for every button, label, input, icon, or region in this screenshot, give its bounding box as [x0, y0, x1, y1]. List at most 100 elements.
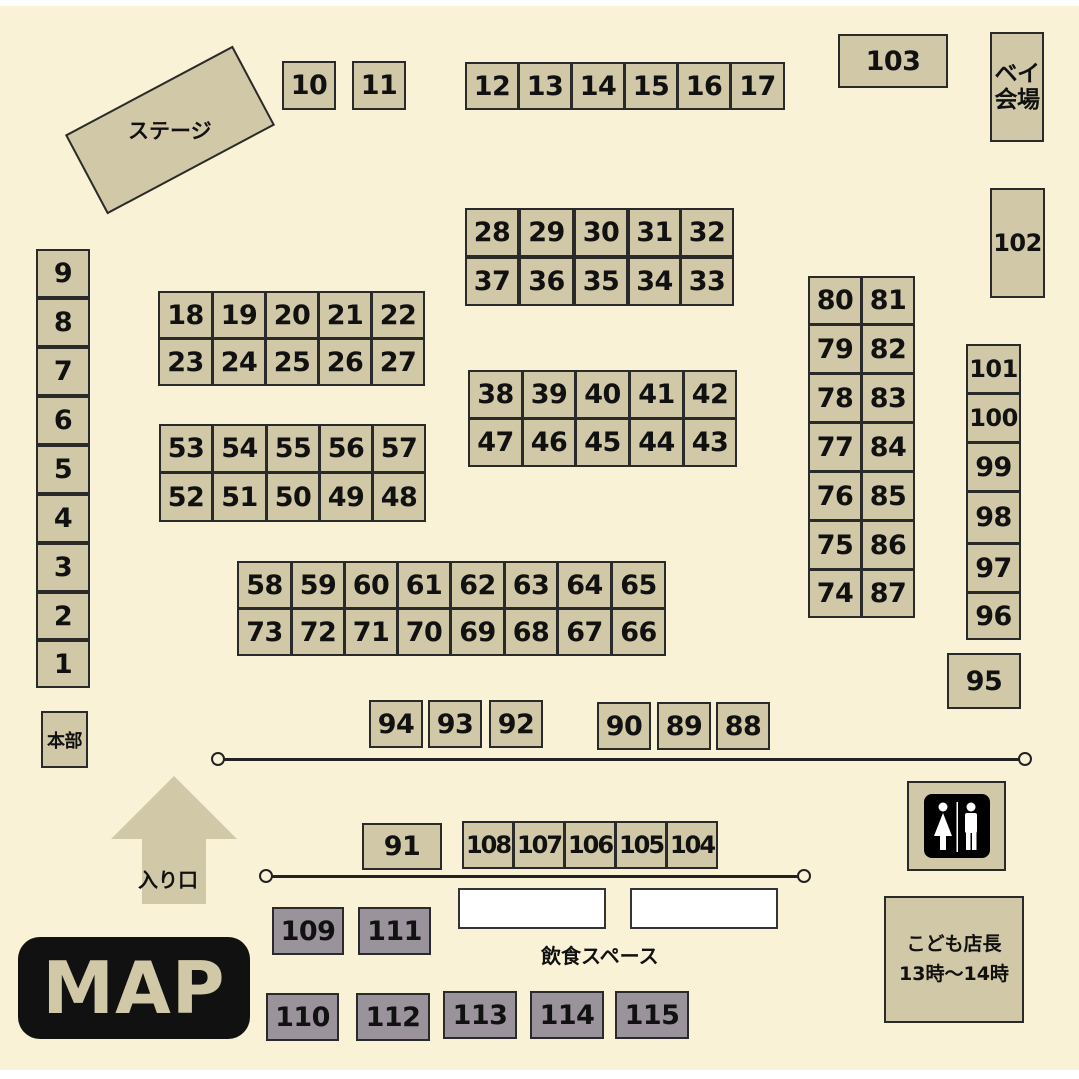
booth-89[interactable]: 89	[657, 702, 711, 750]
booth-49[interactable]: 49	[319, 472, 373, 522]
booth-97[interactable]: 97	[966, 543, 1021, 593]
booth-48[interactable]: 48	[372, 472, 426, 522]
booth-72[interactable]: 72	[291, 608, 345, 656]
booth-68[interactable]: 68	[504, 608, 558, 656]
booth-26[interactable]: 26	[318, 338, 372, 386]
booth-74[interactable]: 74	[808, 569, 862, 618]
booth-55[interactable]: 55	[266, 424, 320, 473]
kids-manager-booth[interactable]: こども店長 13時〜14時	[884, 896, 1024, 1023]
booth-52[interactable]: 52	[159, 472, 213, 522]
booth-88[interactable]: 88	[716, 702, 770, 750]
booth-62[interactable]: 62	[450, 561, 505, 609]
booth-24[interactable]: 24	[212, 338, 266, 386]
booth-79[interactable]: 79	[808, 324, 862, 374]
booth-7[interactable]: 7	[36, 347, 90, 396]
booth-82[interactable]: 82	[861, 324, 915, 374]
booth-109[interactable]: 109	[272, 907, 344, 955]
booth-13[interactable]: 13	[518, 62, 572, 110]
booth-56[interactable]: 56	[319, 424, 373, 473]
booth-22[interactable]: 22	[371, 291, 425, 339]
booth-105[interactable]: 105	[615, 821, 667, 869]
booth-42[interactable]: 42	[683, 370, 737, 419]
booth-77[interactable]: 77	[808, 422, 862, 472]
booth-108[interactable]: 108	[462, 821, 514, 869]
booth-59[interactable]: 59	[291, 561, 345, 609]
booth-27[interactable]: 27	[371, 338, 425, 386]
booth-50[interactable]: 50	[266, 472, 320, 522]
booth-21[interactable]: 21	[318, 291, 372, 339]
booth-102[interactable]: 102	[990, 188, 1045, 298]
booth-91[interactable]: 91	[362, 823, 442, 870]
booth-36[interactable]: 36	[519, 257, 574, 306]
booth-107[interactable]: 107	[513, 821, 565, 869]
booth-45[interactable]: 45	[575, 418, 630, 467]
booth-25[interactable]: 25	[265, 338, 319, 386]
booth-64[interactable]: 64	[557, 561, 612, 609]
booth-18[interactable]: 18	[158, 291, 213, 339]
booth-100[interactable]: 100	[966, 393, 1021, 443]
booth-112[interactable]: 112	[356, 993, 430, 1041]
booth-43[interactable]: 43	[683, 418, 737, 467]
booth-44[interactable]: 44	[629, 418, 684, 467]
booth-65[interactable]: 65	[611, 561, 666, 609]
booth-1[interactable]: 1	[36, 640, 90, 688]
booth-38[interactable]: 38	[468, 370, 523, 419]
booth-14[interactable]: 14	[571, 62, 625, 110]
booth-37[interactable]: 37	[465, 257, 519, 306]
booth-9[interactable]: 9	[36, 249, 90, 298]
booth-71[interactable]: 71	[344, 608, 398, 656]
booth-90[interactable]: 90	[597, 702, 651, 750]
booth-35[interactable]: 35	[574, 257, 628, 306]
booth-33[interactable]: 33	[680, 257, 734, 306]
booth-101[interactable]: 101	[966, 344, 1021, 394]
booth-70[interactable]: 70	[397, 608, 451, 656]
booth-106[interactable]: 106	[564, 821, 616, 869]
booth-94[interactable]: 94	[369, 700, 423, 748]
hq-booth[interactable]: 本部	[41, 711, 88, 768]
booth-93[interactable]: 93	[428, 700, 482, 748]
booth-53[interactable]: 53	[159, 424, 213, 473]
booth-110[interactable]: 110	[266, 993, 339, 1041]
booth-63[interactable]: 63	[504, 561, 558, 609]
booth-103[interactable]: 103	[838, 34, 948, 88]
booth-19[interactable]: 19	[212, 291, 266, 339]
booth-10[interactable]: 10	[282, 61, 336, 110]
booth-39[interactable]: 39	[522, 370, 576, 419]
booth-58[interactable]: 58	[237, 561, 292, 609]
booth-5[interactable]: 5	[36, 445, 90, 494]
booth-15[interactable]: 15	[624, 62, 678, 110]
booth-54[interactable]: 54	[212, 424, 267, 473]
booth-104[interactable]: 104	[666, 821, 718, 869]
booth-46[interactable]: 46	[522, 418, 576, 467]
booth-8[interactable]: 8	[36, 298, 90, 347]
booth-85[interactable]: 85	[861, 471, 915, 521]
booth-67[interactable]: 67	[557, 608, 612, 656]
restroom[interactable]	[907, 781, 1006, 871]
booth-3[interactable]: 3	[36, 543, 90, 592]
booth-31[interactable]: 31	[628, 208, 681, 257]
booth-66[interactable]: 66	[611, 608, 666, 656]
booth-41[interactable]: 41	[629, 370, 684, 419]
booth-95[interactable]: 95	[947, 653, 1021, 709]
booth-57[interactable]: 57	[372, 424, 426, 473]
booth-76[interactable]: 76	[808, 471, 862, 521]
booth-73[interactable]: 73	[237, 608, 292, 656]
booth-113[interactable]: 113	[443, 991, 517, 1039]
booth-2[interactable]: 2	[36, 592, 90, 640]
booth-83[interactable]: 83	[861, 373, 915, 423]
booth-99[interactable]: 99	[966, 442, 1021, 492]
booth-111[interactable]: 111	[358, 907, 431, 955]
booth-11[interactable]: 11	[352, 61, 406, 110]
booth-29[interactable]: 29	[519, 208, 574, 257]
booth-17[interactable]: 17	[730, 62, 785, 110]
booth-114[interactable]: 114	[530, 991, 604, 1039]
booth-6[interactable]: 6	[36, 396, 90, 445]
booth-34[interactable]: 34	[628, 257, 681, 306]
booth-20[interactable]: 20	[265, 291, 319, 339]
booth-60[interactable]: 60	[344, 561, 398, 609]
booth-115[interactable]: 115	[615, 991, 689, 1039]
booth-51[interactable]: 51	[212, 472, 267, 522]
booth-86[interactable]: 86	[861, 520, 915, 570]
booth-12[interactable]: 12	[465, 62, 519, 110]
booth-92[interactable]: 92	[489, 700, 543, 748]
